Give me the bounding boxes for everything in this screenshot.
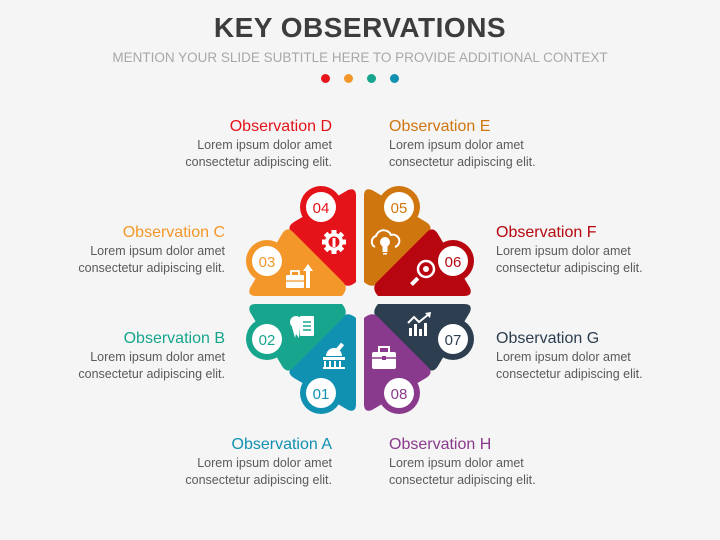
observation-g-line1: Lorem ipsum dolor amet xyxy=(496,350,631,364)
observation-c-title: Observation C xyxy=(122,224,225,241)
observation-e-title: Observation E xyxy=(389,118,491,135)
observation-h-line1: Lorem ipsum dolor amet xyxy=(389,456,524,470)
certificate-icon xyxy=(290,316,314,338)
observation-d-line1: Lorem ipsum dolor amet xyxy=(197,138,332,152)
slide-subtitle: MENTION YOUR SLIDE SUBTITLE HERE TO PROV… xyxy=(112,50,608,65)
observation-b-line1: Lorem ipsum dolor amet xyxy=(90,350,225,364)
dot-teal xyxy=(367,74,376,83)
observation-a: Observation A Lorem ipsum dolor amet con… xyxy=(132,435,332,489)
observation-f-line1: Lorem ipsum dolor amet xyxy=(496,244,631,258)
observation-c-line2: consectetur adipiscing elit. xyxy=(78,261,225,275)
observation-a-line2: consectetur adipiscing elit. xyxy=(185,473,332,487)
observatory-icon xyxy=(323,342,345,369)
observation-b: Observation B Lorem ipsum dolor amet con… xyxy=(25,329,225,383)
badge-05: 05 xyxy=(391,200,408,217)
observation-g-title: Observation G xyxy=(496,330,600,347)
badge-02: 02 xyxy=(259,332,276,349)
observation-e-line2: consectetur adipiscing elit. xyxy=(389,155,536,169)
dot-red xyxy=(321,74,330,83)
observation-g: Observation G Lorem ipsum dolor amet con… xyxy=(496,329,696,383)
cloud-bulb-icon xyxy=(370,229,401,255)
briefcase-icon xyxy=(372,346,396,369)
observation-c: Observation C Lorem ipsum dolor amet con… xyxy=(25,223,225,277)
observation-d: Observation D Lorem ipsum dolor amet con… xyxy=(132,117,332,171)
observation-e: Observation E Lorem ipsum dolor amet con… xyxy=(389,117,589,171)
badge-08: 08 xyxy=(391,386,408,403)
observation-f: Observation F Lorem ipsum dolor amet con… xyxy=(496,223,696,277)
slide-title: KEY OBSERVATIONS xyxy=(213,12,507,43)
decorative-dots xyxy=(0,74,720,83)
observation-h-line2: consectetur adipiscing elit. xyxy=(389,473,536,487)
badge-01: 01 xyxy=(313,386,330,403)
dot-orange xyxy=(344,74,353,83)
dot-blue xyxy=(390,74,399,83)
observation-f-line2: consectetur adipiscing elit. xyxy=(496,261,643,275)
badge-03: 03 xyxy=(259,254,276,271)
briefcase-growth-icon xyxy=(286,264,313,288)
bar-chart-trend-icon xyxy=(407,312,431,336)
observation-h-title: Observation H xyxy=(389,436,492,453)
observation-h: Observation H Lorem ipsum dolor amet con… xyxy=(389,435,589,489)
observation-e-line1: Lorem ipsum dolor amet xyxy=(389,138,524,152)
badge-07: 07 xyxy=(445,332,462,349)
observation-d-line2: consectetur adipiscing elit. xyxy=(185,155,332,169)
badge-06: 06 xyxy=(445,254,462,271)
observation-c-line1: Lorem ipsum dolor amet xyxy=(90,244,225,258)
magnifier-target-icon xyxy=(410,259,436,286)
observation-b-line2: consectetur adipiscing elit. xyxy=(78,367,225,381)
observation-a-line1: Lorem ipsum dolor amet xyxy=(197,456,332,470)
observation-a-title: Observation A xyxy=(231,436,333,453)
observation-d-title: Observation D xyxy=(229,118,332,135)
observation-b-title: Observation B xyxy=(123,330,225,347)
observation-f-title: Observation F xyxy=(496,224,597,241)
number-badges xyxy=(252,192,468,408)
gear-wrench-icon xyxy=(322,230,346,254)
observation-g-line2: consectetur adipiscing elit. xyxy=(496,367,643,381)
badge-04: 04 xyxy=(313,200,330,217)
